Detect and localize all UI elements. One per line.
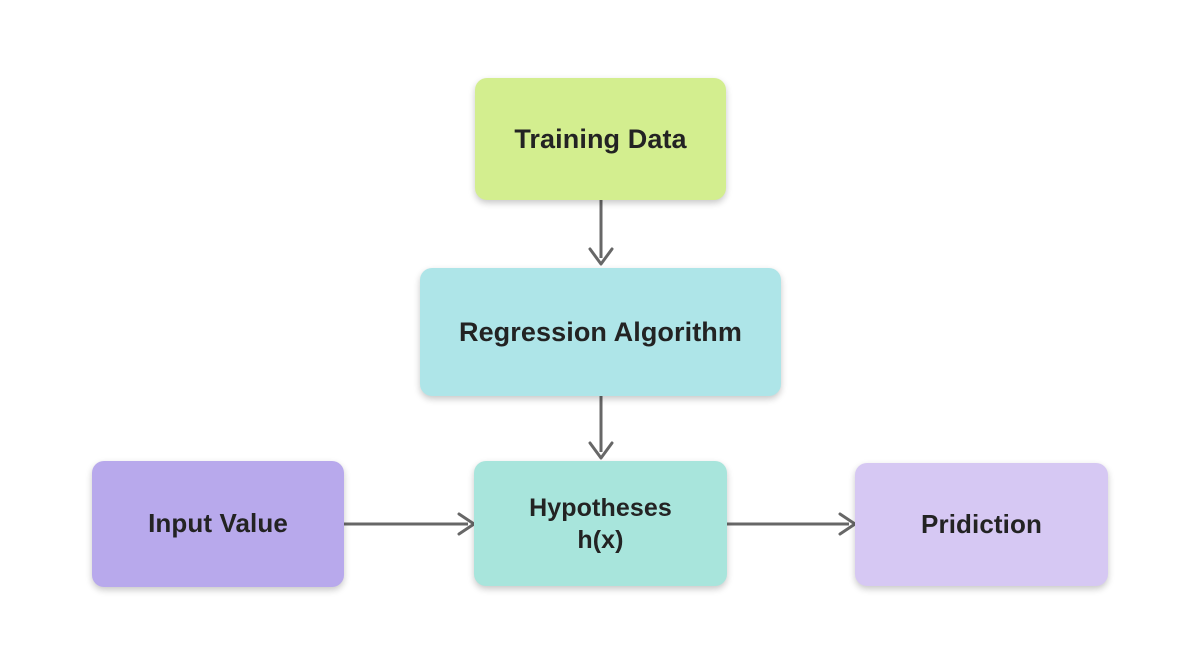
node-hypotheses-label: Hypotheses h(x) <box>529 493 672 554</box>
node-regression-algorithm[interactable]: Regression Algorithm <box>420 268 781 396</box>
node-training-data[interactable]: Training Data <box>475 78 726 200</box>
node-hypotheses[interactable]: Hypotheses h(x) <box>474 461 727 586</box>
edge-hypotheses-to-pridiction <box>727 512 857 536</box>
node-regression-algorithm-label: Regression Algorithm <box>458 316 743 347</box>
arrowhead-right-icon <box>457 512 476 536</box>
edge-regression-algorithm-to-hypotheses <box>588 396 614 460</box>
edge-training-data-to-regression-algorithm <box>588 200 614 266</box>
node-input-value-label: Input Value <box>148 508 288 539</box>
node-pridiction[interactable]: Pridiction <box>855 463 1108 586</box>
arrowhead-down-icon <box>588 247 614 266</box>
arrowhead-down-icon <box>588 441 614 460</box>
node-training-data-label: Training Data <box>514 123 687 154</box>
edge-input-value-to-hypotheses <box>344 512 476 536</box>
node-pridiction-label: Pridiction <box>921 508 1042 539</box>
arrowhead-right-icon <box>838 512 857 536</box>
node-input-value[interactable]: Input Value <box>92 461 344 587</box>
